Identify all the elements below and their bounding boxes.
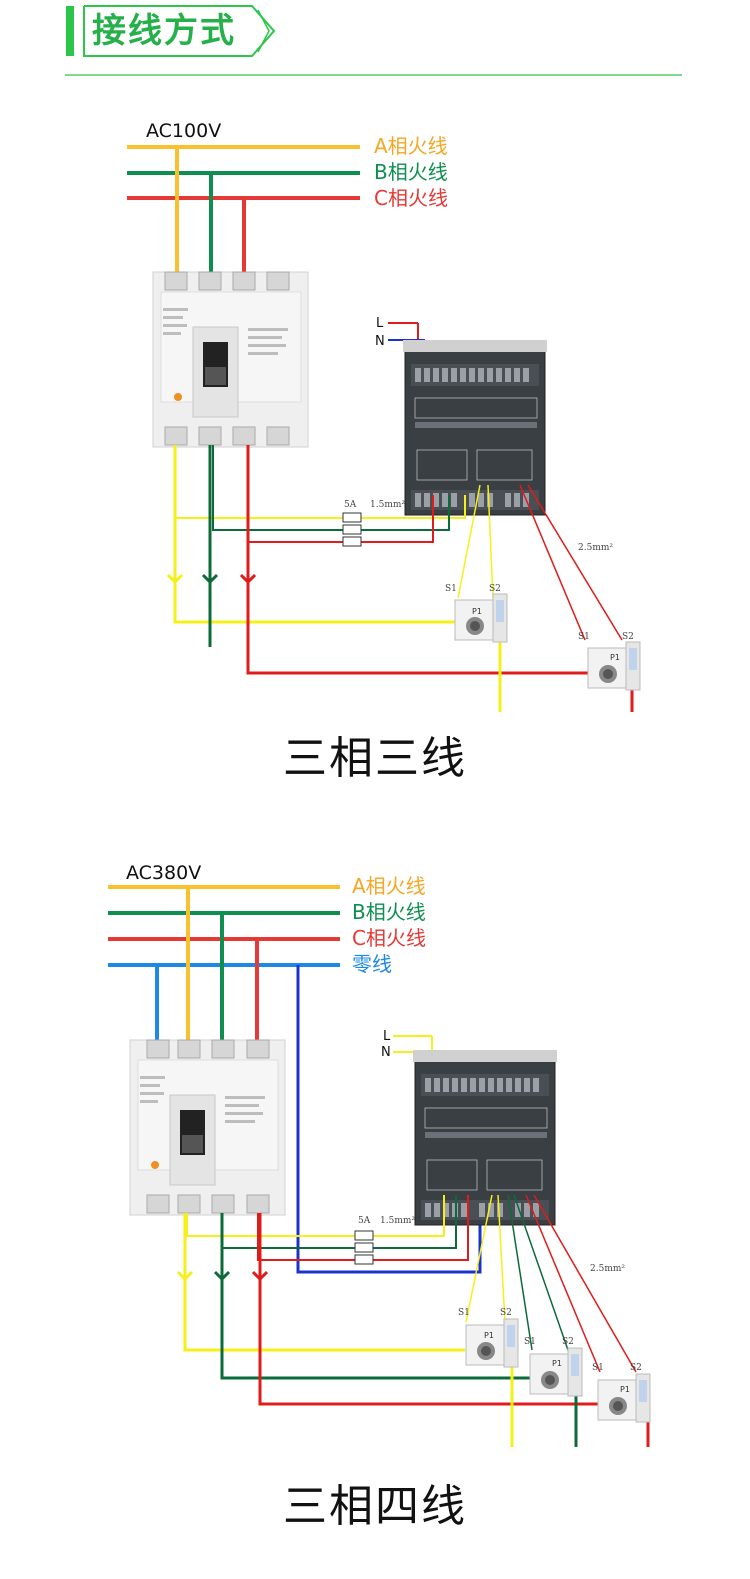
current-wire-size-label: 2.5mm² [578,543,613,553]
phase-b-label: B相火线 [352,900,426,924]
svg-text:P1: P1 [552,1359,562,1368]
phase-c-label: C相火线 [352,926,426,950]
voltage-label: AC100V [146,120,221,142]
svg-text:S1: S1 [445,584,457,594]
svg-text:P1: P1 [610,653,620,662]
svg-text:S1: S1 [458,1308,470,1318]
svg-text:S2: S2 [500,1308,512,1318]
live-terminal-label: L [376,316,384,331]
phase-a-label: A相火线 [374,134,448,158]
fuse-rating-label: 5A [358,1216,371,1226]
neutral-label: 零线 [352,952,392,976]
live-terminal-label: L [383,1029,391,1044]
neutral-voltage-wire [296,965,482,1274]
caption-three-phase-three-wire: 三相三线 [283,733,467,784]
multifunction-meter [402,339,548,516]
current-sampling-wires: 2.5mm² [465,1194,637,1373]
svg-text:P1: P1 [620,1385,630,1394]
svg-text:P1: P1 [484,1331,494,1340]
load-lines [173,445,634,712]
svg-text:S1: S1 [524,1337,536,1347]
svg-text:S1: S1 [578,632,590,642]
current-wire-size-label: 2.5mm² [590,1264,625,1274]
fuse-rating-label: 5A [344,500,357,510]
svg-text:S2: S2 [562,1337,574,1347]
diagram-three-phase-three-wire: AC100V A相火线 B相火线 C相火线 L N [127,120,641,712]
fuse-group: 5A 1.5mm² [354,1216,415,1265]
current-sampling-wires: 2.5mm² [457,484,623,641]
phase-b-label: B相火线 [374,160,448,184]
svg-text:S2: S2 [489,584,501,594]
svg-text:S2: S2 [622,632,634,642]
svg-text:P1: P1 [472,607,482,616]
current-transformer-a: S1 S2 P1 [445,584,508,643]
load-lines [183,1213,650,1447]
section-header: 接线方式 [0,0,750,80]
current-transformer-a: S1 S2 P1 [458,1308,519,1368]
neutral-terminal-label: N [381,1045,391,1060]
current-transformer-b: S1 S2 P1 [524,1337,583,1397]
circuit-breaker [152,271,309,448]
page-title: 接线方式 [92,11,236,51]
phase-a-label: A相火线 [352,874,426,898]
fuse-group: 5A 1.5mm² [342,500,405,547]
circuit-breaker [129,1039,286,1216]
header-accent-bar [66,6,74,56]
header-title-frame: 接线方式 [82,4,277,58]
current-transformer-c: S1 S2 P1 [592,1363,651,1423]
title-arrow-frame [83,5,276,57]
neutral-terminal-label: N [375,334,385,349]
current-transformer-c: S1 S2 P1 [578,632,641,691]
svg-text:S2: S2 [630,1363,642,1373]
svg-text:S1: S1 [592,1363,604,1373]
voltage-wire-size-label: 1.5mm² [370,500,405,510]
diagram-three-phase-four-wire: AC380V A相火线 B相火线 C相火线 零线 [108,862,651,1447]
header-divider [65,74,682,76]
caption-three-phase-four-wire: 三相四线 [283,1481,467,1532]
phase-c-label: C相火线 [374,186,448,210]
voltage-wire-size-label: 1.5mm² [380,1216,415,1226]
voltage-label: AC380V [126,862,201,884]
